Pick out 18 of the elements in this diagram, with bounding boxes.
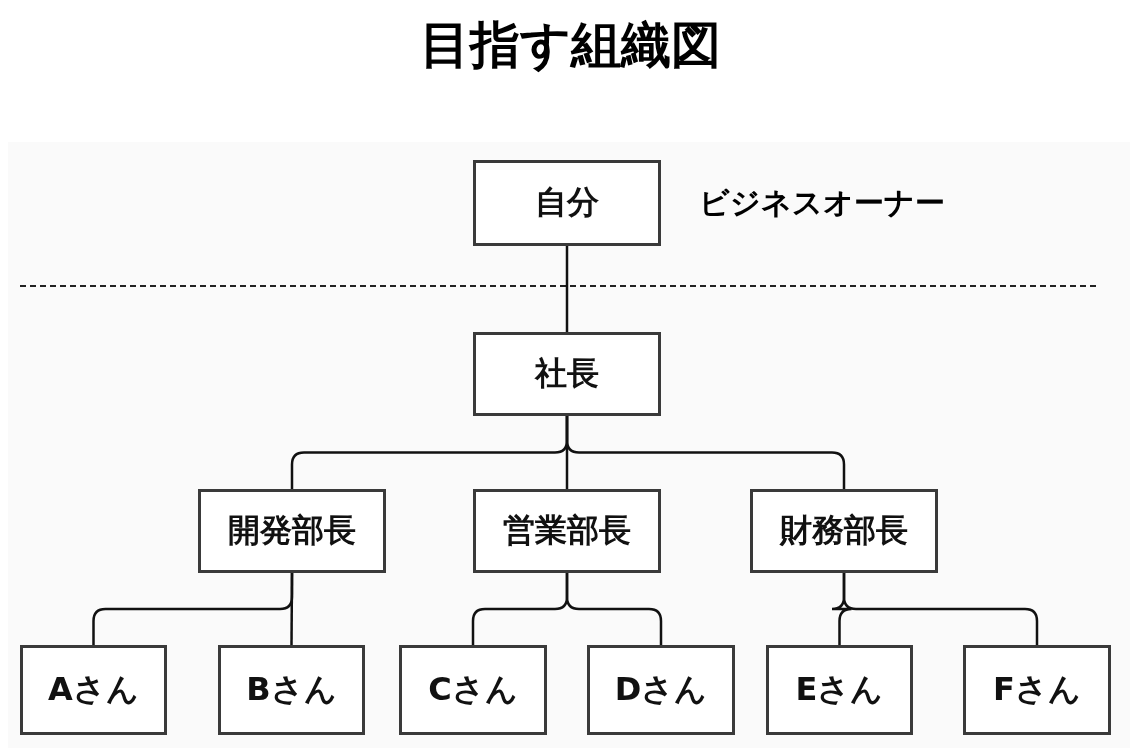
org-box: Aさん [20, 645, 167, 735]
org-box: 開発部長 [198, 489, 386, 573]
org-box: 自分 [473, 160, 661, 246]
connector-line [565, 416, 846, 489]
org-box: Eさん [766, 645, 913, 735]
connector-line [565, 573, 663, 645]
org-box: 財務部長 [750, 489, 938, 573]
org-box: Fさん [963, 645, 1111, 735]
org-box: 営業部長 [473, 489, 661, 573]
org-box: Dさん [587, 645, 735, 735]
role-label: ビジネスオーナー [699, 184, 945, 222]
connector-line [565, 246, 569, 332]
connector-line [290, 573, 294, 645]
connector-line [842, 573, 1039, 645]
title: 目指す組織図 [418, 15, 722, 76]
org-box: Cさん [399, 645, 547, 735]
org-box: Bさん [218, 645, 365, 735]
org-box: 社長 [473, 332, 661, 416]
